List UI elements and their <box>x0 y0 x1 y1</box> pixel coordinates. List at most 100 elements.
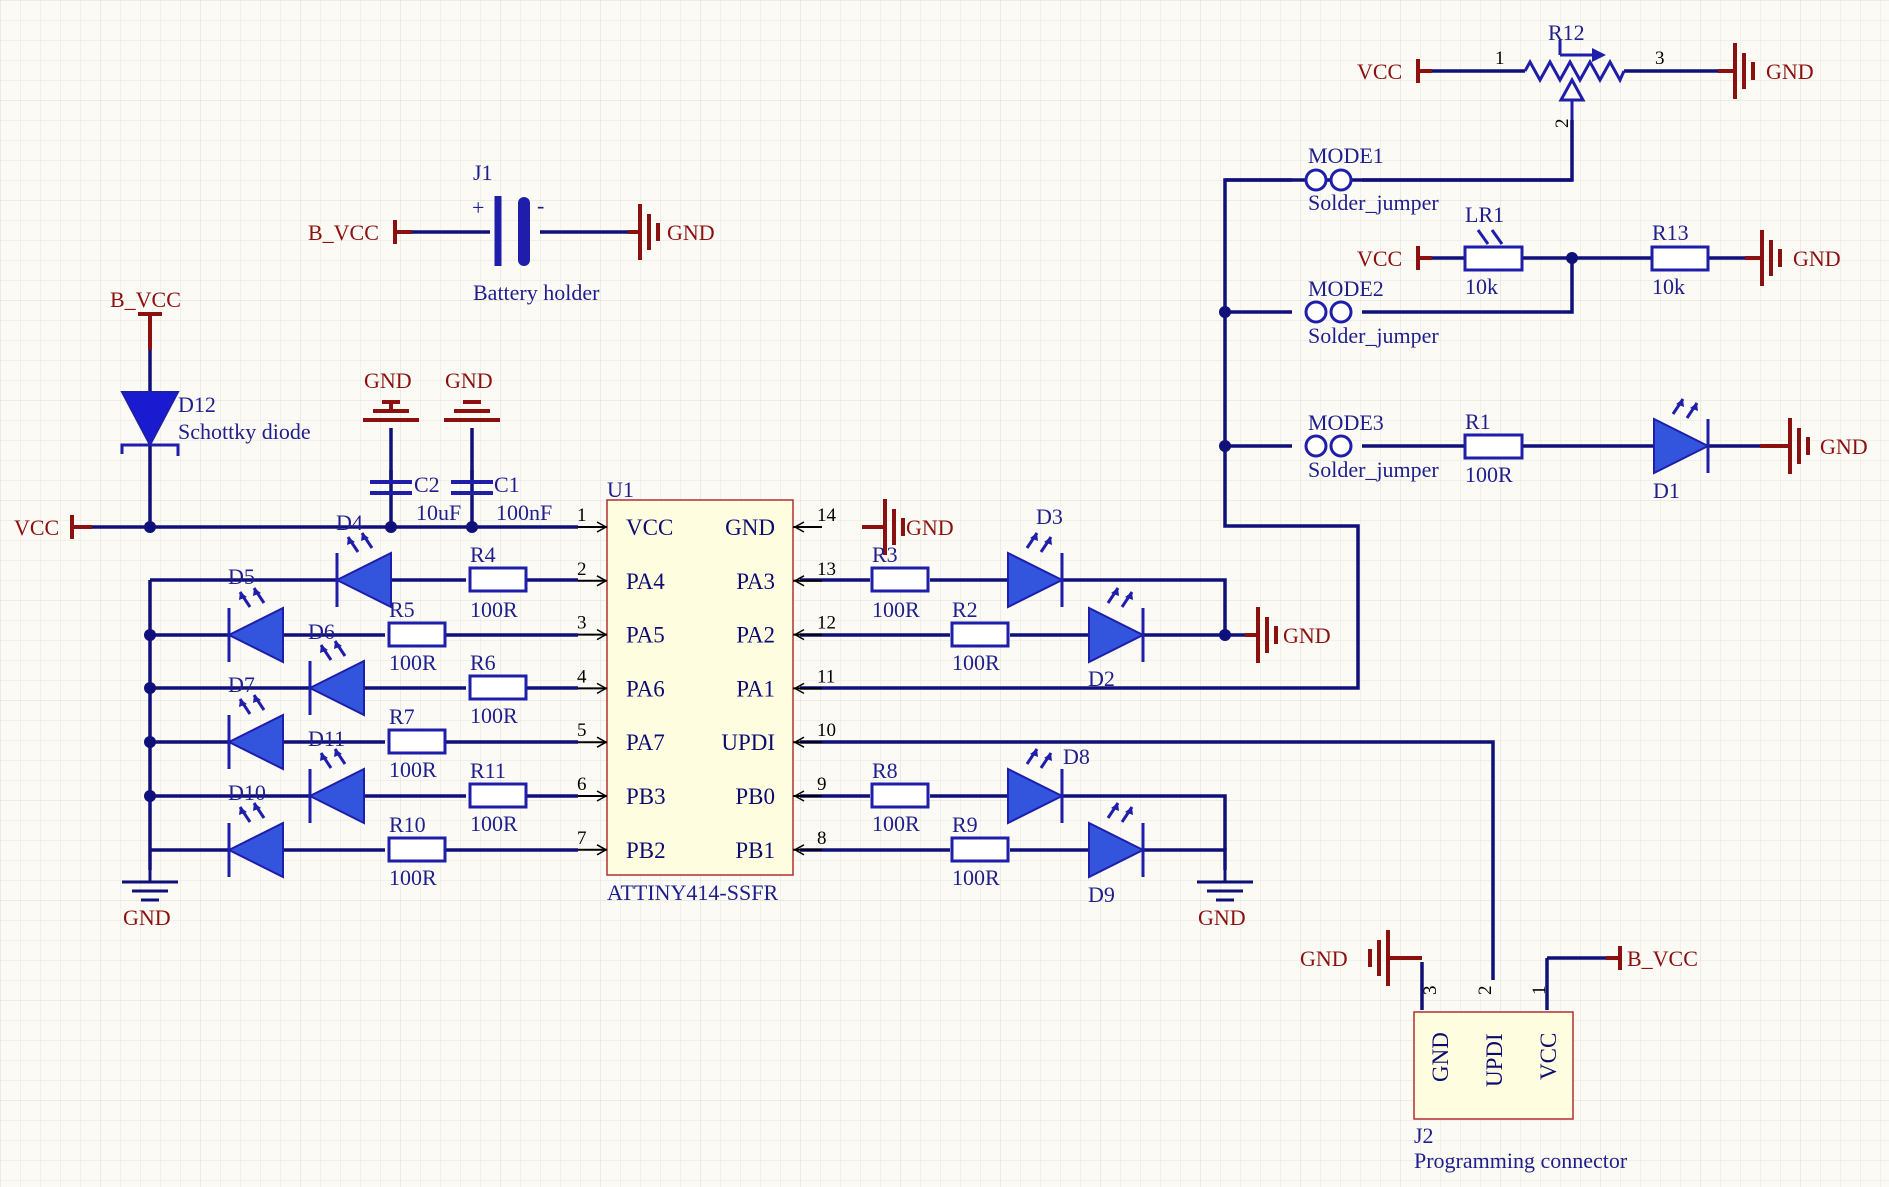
svg-text:ATTINY414-SSFR: ATTINY414-SSFR <box>607 880 778 905</box>
svg-text:GND: GND <box>1820 434 1868 459</box>
svg-text:100R: 100R <box>872 811 920 836</box>
svg-text:MODE1: MODE1 <box>1308 143 1384 168</box>
svg-text:PA1: PA1 <box>736 676 775 701</box>
svg-text:R13: R13 <box>1652 220 1689 245</box>
svg-text:U1: U1 <box>607 477 634 502</box>
solder-jumper-mode3: MODE3 Solder_jumper <box>1304 410 1439 482</box>
gnd-port-battery: GND <box>628 202 715 262</box>
svg-text:PA4: PA4 <box>626 569 665 594</box>
svg-text:9: 9 <box>817 774 827 795</box>
svg-text:100R: 100R <box>389 650 437 675</box>
svg-text:100R: 100R <box>1465 462 1513 487</box>
gnd-port-d2: GND <box>1245 605 1331 665</box>
svg-text:GND: GND <box>1428 1032 1453 1082</box>
connector-j2: J2 Programming connector 3 2 1 GND UPDI … <box>1413 986 1628 1173</box>
gnd-port-d1: GND <box>1760 416 1868 476</box>
gnd-port-r12: GND <box>1718 41 1814 101</box>
svg-text:R12: R12 <box>1548 20 1585 45</box>
svg-text:5: 5 <box>577 720 587 741</box>
wires <box>78 69 1790 1010</box>
resistor-r4: R4 100R <box>468 542 528 622</box>
svg-text:PB0: PB0 <box>735 784 775 809</box>
bvcc-port-j2: B_VCC <box>1606 946 1698 971</box>
svg-text:1: 1 <box>577 505 587 526</box>
svg-text:R10: R10 <box>389 812 426 837</box>
svg-text:R7: R7 <box>389 704 415 729</box>
led-d4: D4 <box>335 510 393 609</box>
svg-text:6: 6 <box>577 774 587 795</box>
u1-pin-pb2: 7 PB2 <box>577 828 666 863</box>
led-d9: D9 <box>1087 801 1145 907</box>
svg-text:D12: D12 <box>178 392 216 417</box>
gnd-port-c1: GND <box>442 368 502 422</box>
resistor-r7: R7 100R <box>387 704 447 782</box>
svg-text:B_VCC: B_VCC <box>308 220 379 245</box>
svg-text:PA7: PA7 <box>626 730 665 755</box>
svg-text:PA3: PA3 <box>736 569 775 594</box>
svg-text:PB1: PB1 <box>735 838 775 863</box>
svg-text:GND: GND <box>1198 905 1246 930</box>
svg-text:100R: 100R <box>389 757 437 782</box>
svg-text:GND: GND <box>123 905 171 930</box>
gnd-port-c2: GND <box>361 368 421 422</box>
svg-text:Schottky diode: Schottky diode <box>178 419 311 444</box>
svg-text:VCC: VCC <box>1357 246 1402 271</box>
svg-text:B_VCC: B_VCC <box>110 287 181 312</box>
gnd-port-j2: GND <box>1300 928 1422 988</box>
svg-text:MODE3: MODE3 <box>1308 410 1384 435</box>
led-d6: D6 <box>308 619 366 717</box>
svg-text:GND: GND <box>1793 246 1841 271</box>
svg-text:R6: R6 <box>470 650 496 675</box>
svg-text:100nF: 100nF <box>496 500 552 525</box>
bvcc-port-battery: B_VCC <box>308 220 412 245</box>
svg-text:GND: GND <box>364 368 412 393</box>
svg-text:R4: R4 <box>470 542 496 567</box>
svg-text:D11: D11 <box>308 726 345 751</box>
battery-holder-j1: J1 + - Battery holder <box>472 160 600 305</box>
gnd-port-left-rail: GND <box>120 870 180 930</box>
svg-text:R9: R9 <box>952 812 978 837</box>
svg-text:+: + <box>472 195 484 220</box>
svg-text:D9: D9 <box>1088 882 1115 907</box>
svg-text:Solder_jumper: Solder_jumper <box>1308 323 1439 348</box>
svg-text:PB2: PB2 <box>626 838 666 863</box>
svg-text:GND: GND <box>1300 946 1348 971</box>
svg-text:3: 3 <box>577 613 587 634</box>
svg-text:Battery holder: Battery holder <box>473 280 600 305</box>
svg-text:Programming connector: Programming connector <box>1414 1148 1628 1173</box>
svg-text:100R: 100R <box>872 597 920 622</box>
gnd-port-r13: GND <box>1745 228 1841 288</box>
svg-text:3: 3 <box>1655 48 1665 69</box>
u1-pin-pb3: 6 PB3 <box>577 774 666 809</box>
svg-text:R2: R2 <box>952 597 978 622</box>
resistor-r3: R3 100R <box>870 542 930 622</box>
svg-text:R3: R3 <box>872 542 898 567</box>
svg-text:100R: 100R <box>470 597 518 622</box>
svg-text:10k: 10k <box>1465 274 1498 299</box>
led-d8: D8 <box>1006 744 1090 825</box>
led-d10: D10 <box>227 780 285 879</box>
svg-text:10uF: 10uF <box>416 500 461 525</box>
svg-text:GND: GND <box>445 368 493 393</box>
potentiometer-r12: R12 1 3 2 <box>1495 20 1665 128</box>
svg-text:7: 7 <box>577 828 587 849</box>
svg-text:D10: D10 <box>228 780 266 805</box>
svg-text:C2: C2 <box>414 472 440 497</box>
svg-text:VCC: VCC <box>1357 59 1402 84</box>
svg-text:LR1: LR1 <box>1465 202 1504 227</box>
solder-jumper-mode2: MODE2 Solder_jumper <box>1304 276 1439 348</box>
svg-text:GND: GND <box>1283 623 1331 648</box>
led-d5: D5 <box>227 564 285 664</box>
gnd-port-right-rail: GND <box>1195 870 1255 930</box>
bvcc-port-d12: B_VCC <box>110 287 181 350</box>
svg-text:PB3: PB3 <box>626 784 666 809</box>
svg-text:2: 2 <box>1552 119 1573 129</box>
